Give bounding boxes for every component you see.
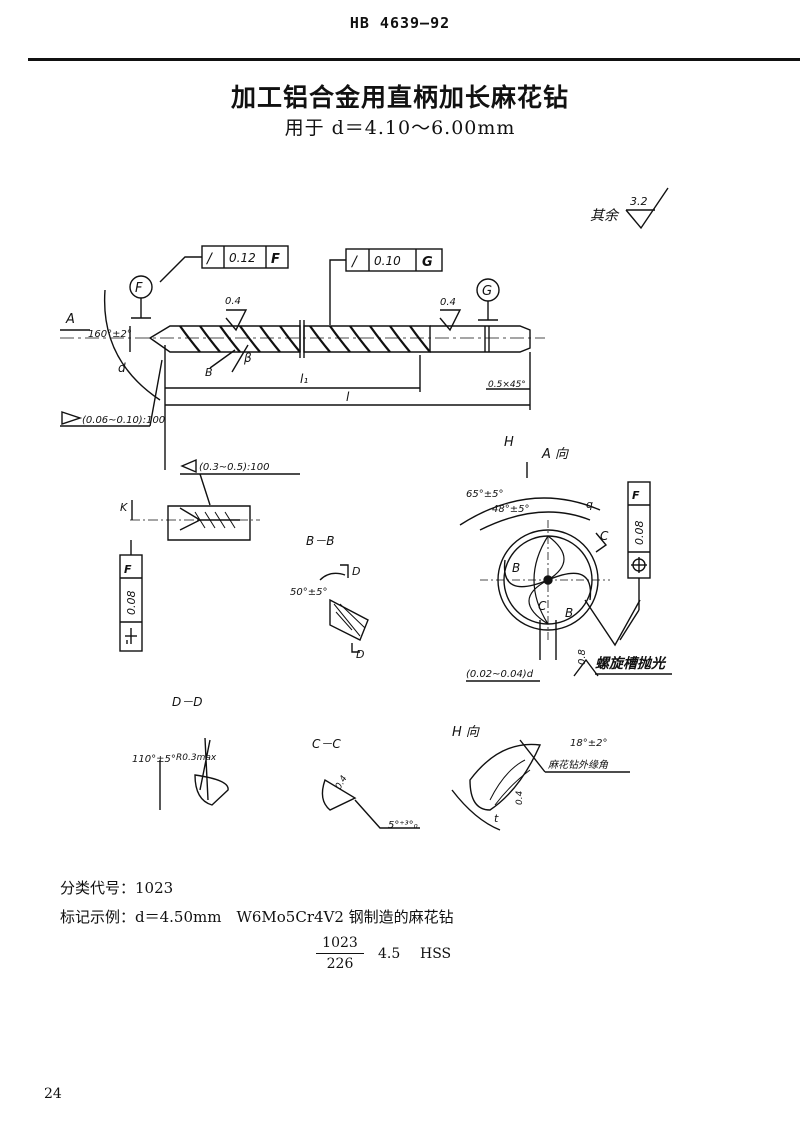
tolerance-frame-1: / 0.12 F: [159, 245, 289, 283]
tolerance-frame-3: F 0.08: [119, 540, 143, 652]
svg-text:(0.06~0.10):100: (0.06~0.10):100: [82, 415, 165, 426]
tolerance-frame-2: / 0.10 G: [329, 248, 443, 325]
standard-number: HB 4639—92: [349, 14, 451, 32]
marking-size: 4.5: [378, 946, 401, 962]
svg-text:R0.3max: R0.3max: [176, 753, 217, 763]
svg-text:0.4: 0.4: [515, 790, 525, 805]
fraction-denominator: 226: [326, 956, 354, 972]
svg-text:l: l: [346, 390, 350, 404]
svg-text:F: F: [632, 489, 640, 502]
view-a: H A 向 65°±5° 48°±5° q C B B C: [459, 435, 641, 660]
svg-text:(0.02~0.04)d: (0.02~0.04)d: [466, 669, 534, 680]
svg-text:其余: 其余: [590, 208, 620, 224]
svg-text:0.5×45°: 0.5×45°: [488, 380, 526, 390]
section-cc: C－C 0.4 5°⁺³°₀: [312, 737, 420, 831]
section-bb: B－B 50°±5° D D: [290, 534, 369, 661]
marking-example: 标记示例：d＝4.50mm W6Mo5Cr4V2 钢制造的麻花钻: [60, 908, 454, 926]
svg-text:t: t: [494, 812, 499, 825]
svg-text:G: G: [482, 284, 492, 299]
svg-text:F: F: [135, 281, 143, 296]
svg-text:B: B: [205, 366, 213, 379]
svg-text:C－C: C－C: [312, 737, 341, 751]
svg-text:0.08: 0.08: [125, 591, 138, 616]
svg-text:160°±2°: 160°±2°: [88, 329, 132, 340]
header-rule: [28, 58, 800, 61]
svg-text:110°±5°: 110°±5°: [132, 754, 176, 765]
svg-text:G: G: [422, 255, 433, 270]
classification-code: 分类代号：1023: [60, 879, 174, 897]
svg-text:0.4: 0.4: [225, 296, 241, 307]
roughness-other: 其余 3.2: [590, 187, 669, 230]
svg-text:D－D: D－D: [172, 695, 202, 709]
svg-text:螺旋槽抛光: 螺旋槽抛光: [595, 655, 667, 672]
tolerance-frame-4: F 0.08: [619, 481, 651, 641]
svg-text:β: β: [243, 351, 252, 365]
svg-text:0.12: 0.12: [229, 251, 256, 265]
svg-text:H: H: [504, 435, 514, 450]
svg-text:0.4: 0.4: [334, 774, 350, 792]
svg-text:B: B: [512, 561, 520, 575]
svg-text:C: C: [538, 599, 547, 613]
svg-text:0.4: 0.4: [440, 297, 456, 308]
svg-text:F: F: [271, 252, 280, 267]
svg-text:A: A: [65, 312, 75, 327]
svg-text:B－B: B－B: [306, 534, 334, 548]
svg-text:d: d: [118, 361, 126, 375]
svg-text:0.08: 0.08: [633, 521, 646, 546]
page-number: 24: [44, 1086, 62, 1102]
technical-drawing: 其余 3.2 / 0.12 F / 0.10 G F G: [60, 187, 672, 831]
drill-side-view: [60, 289, 545, 401]
svg-text:D: D: [352, 565, 360, 578]
svg-text:48°±5°: 48°±5°: [492, 504, 529, 515]
fraction-numerator: 1023: [316, 935, 364, 954]
view-h: H 向 18°±2° 麻花钻外缘角 0.4 t: [451, 725, 630, 831]
marking-material: HSS: [420, 946, 452, 962]
svg-text:A 向: A 向: [541, 447, 569, 462]
svg-text:0.8: 0.8: [577, 649, 588, 665]
page-subtitle: 用于 d＝4.10～6.00mm: [284, 117, 516, 139]
svg-text:B: B: [565, 606, 573, 620]
svg-text:(0.3~0.5):100: (0.3~0.5):100: [199, 462, 269, 473]
svg-text:K: K: [120, 501, 128, 514]
svg-text:5°⁺³°₀: 5°⁺³°₀: [388, 820, 418, 831]
page-title: 加工铝合金用直柄加长麻花钻: [230, 83, 569, 112]
svg-text:C: C: [600, 529, 609, 543]
svg-text:/: /: [205, 251, 213, 267]
svg-text:0.10: 0.10: [374, 254, 401, 268]
svg-text:q: q: [586, 498, 593, 511]
svg-text:18°±2°: 18°±2°: [570, 738, 607, 749]
svg-text:l₁: l₁: [300, 372, 308, 386]
svg-text:/: /: [350, 254, 358, 270]
svg-text:65°±5°: 65°±5°: [466, 489, 503, 500]
svg-text:50°±5°: 50°±5°: [290, 587, 327, 598]
marking-fraction: 1023 226: [316, 935, 364, 972]
svg-text:D: D: [356, 648, 364, 661]
section-dd: D－D 110°±5° R0.3max: [132, 695, 229, 810]
svg-text:F: F: [124, 563, 132, 576]
svg-text:H 向: H 向: [452, 725, 480, 740]
detail-k: (0.3~0.5):100 K: [120, 458, 300, 541]
svg-text:麻花钻外缘角: 麻花钻外缘角: [548, 759, 609, 771]
svg-text:3.2: 3.2: [630, 195, 648, 208]
